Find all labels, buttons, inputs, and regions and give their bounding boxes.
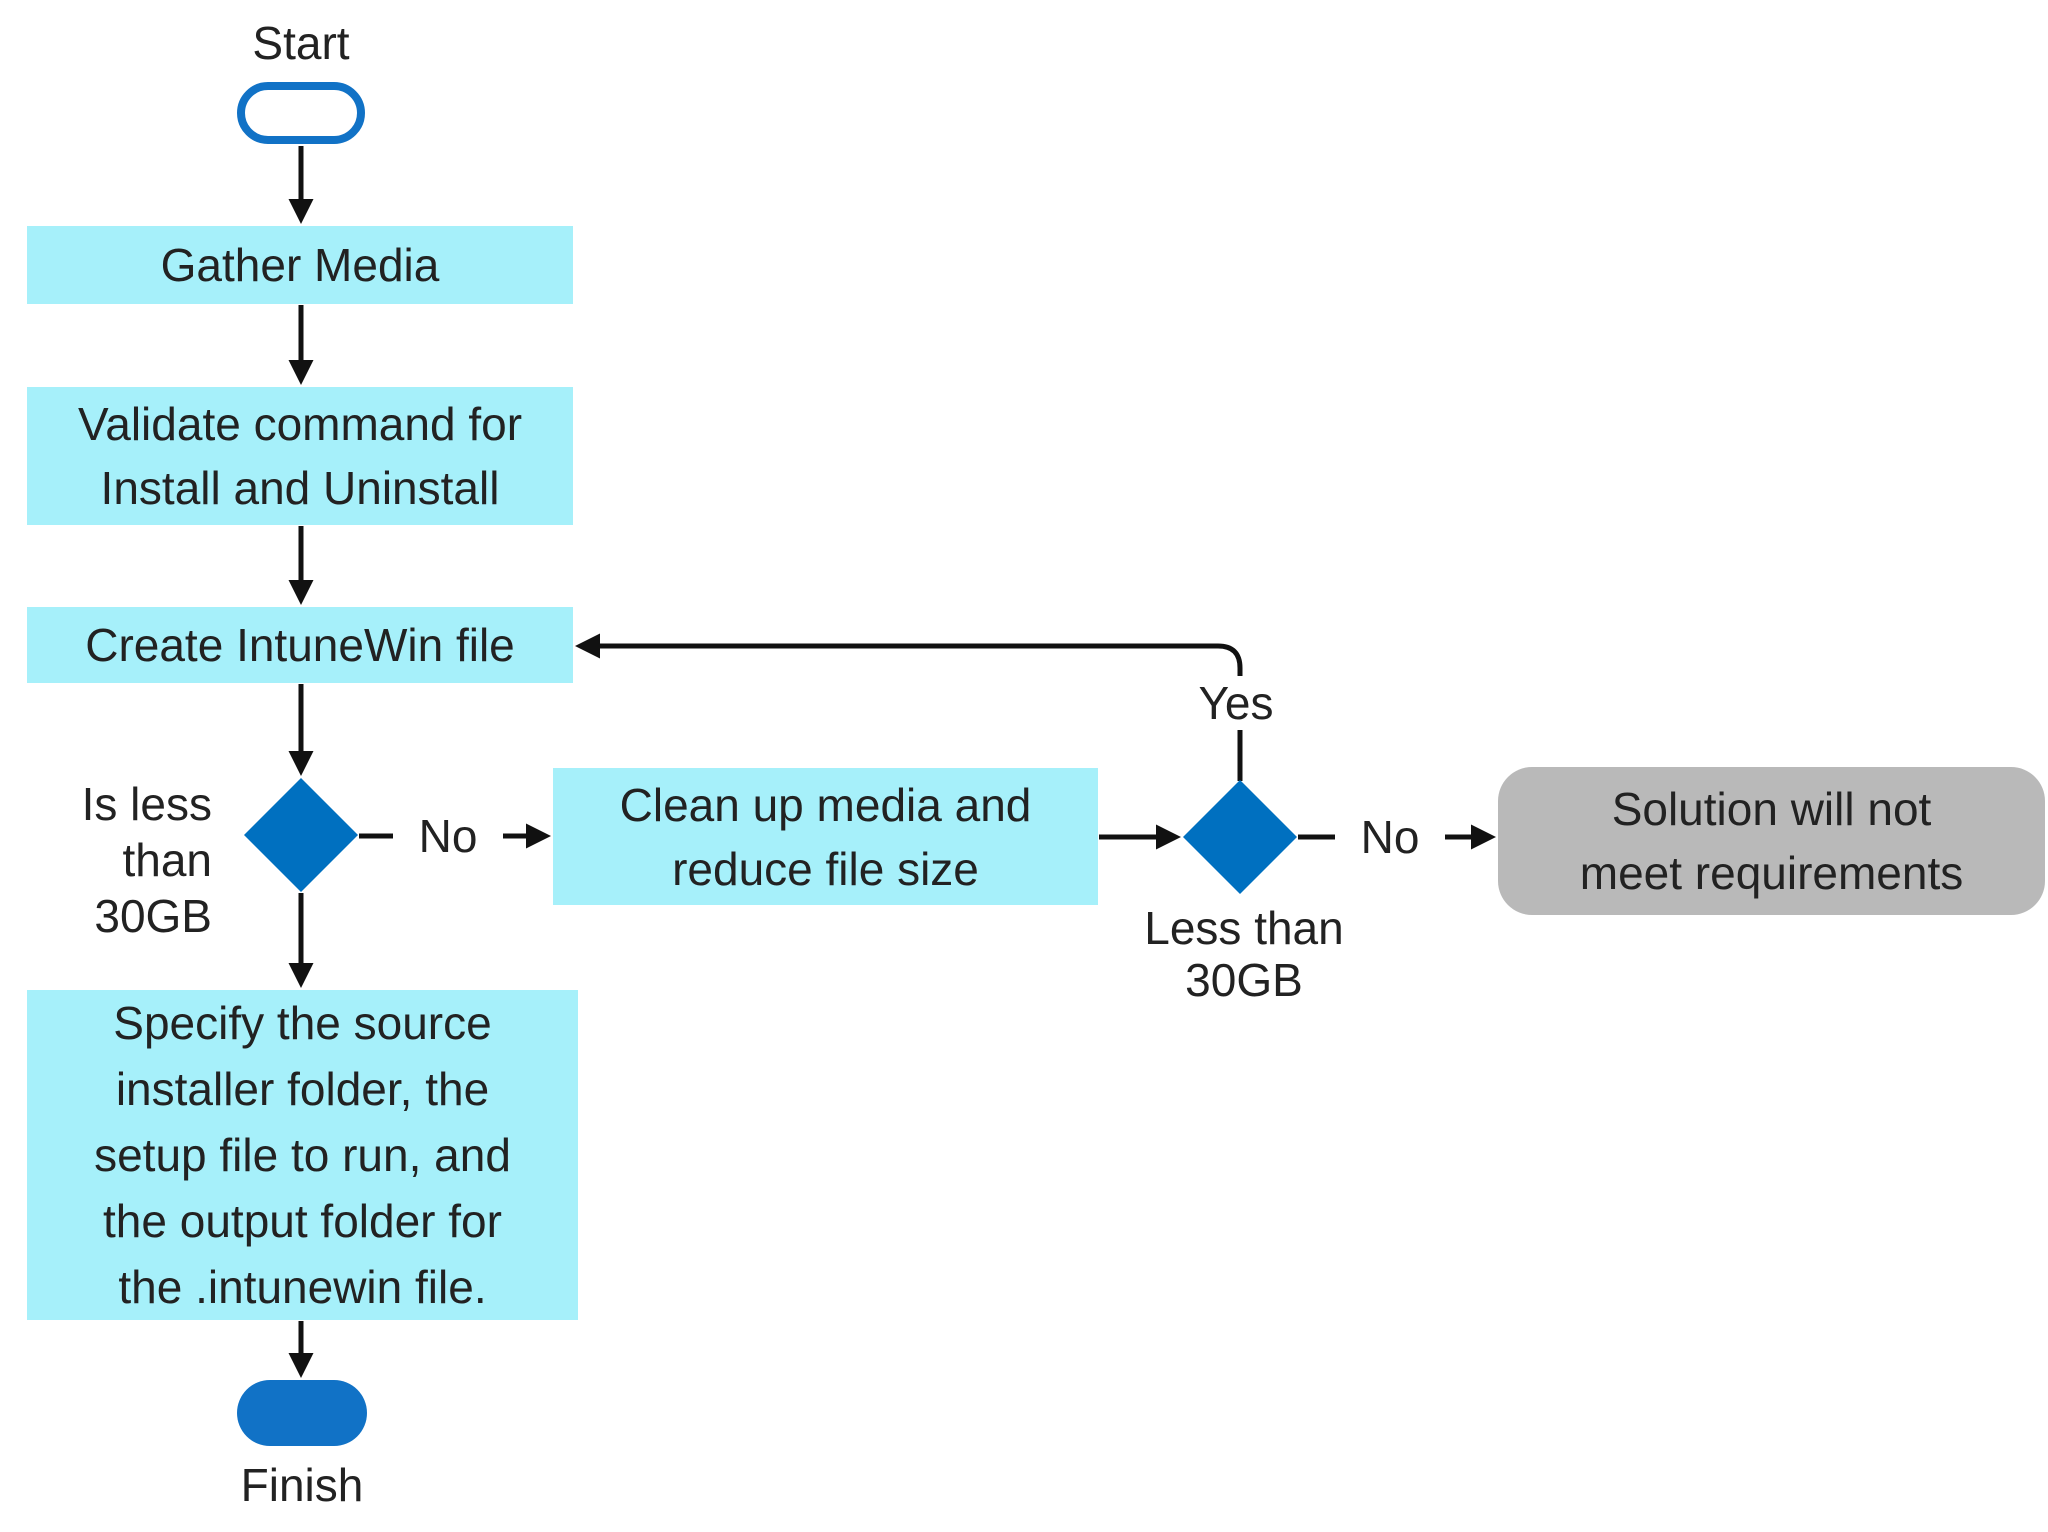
edge-decision2-yes-to-create [575,633,1243,781]
process-validate-command: Validate command for Install and Uninsta… [27,387,573,525]
process-specify-source-label: Specify the source installer folder, the… [94,997,511,1313]
process-validate-command-label: Validate command for Install and Uninsta… [77,398,523,514]
process-create-intunewin-label: Create IntuneWin file [85,619,515,671]
process-create-intunewin: Create IntuneWin file [27,607,573,683]
decision2-diamond [1183,780,1297,894]
decision2-no-edge-label: No [1335,810,1445,864]
start-terminator [237,82,365,144]
finish-terminator [237,1380,367,1446]
process-clean-up-media-label: Clean up media and reduce file size [619,778,1032,895]
process-specify-source: Specify the source installer folder, the… [27,990,578,1320]
process-clean-up-media: Clean up media and reduce file size [553,768,1098,905]
decision2-bottom-label: Less than 30GB [1144,902,1344,1006]
decision1-no-edge-label: No [393,809,503,863]
start-label: Start [252,17,350,69]
decision1-side-label: Is less than 30GB [81,778,212,942]
endpoint-solution-not-meet: Solution will not meet requirements [1498,767,2045,915]
process-gather-media: Gather Media [27,226,573,304]
process-gather-media-label: Gather Media [160,239,440,291]
finish-label: Finish [240,1459,364,1511]
decision1-diamond [244,778,358,892]
endpoint-solution-not-meet-label: Solution will not meet requirements [1579,783,1964,899]
decision2-yes-edge-label: Yes [1176,676,1296,730]
